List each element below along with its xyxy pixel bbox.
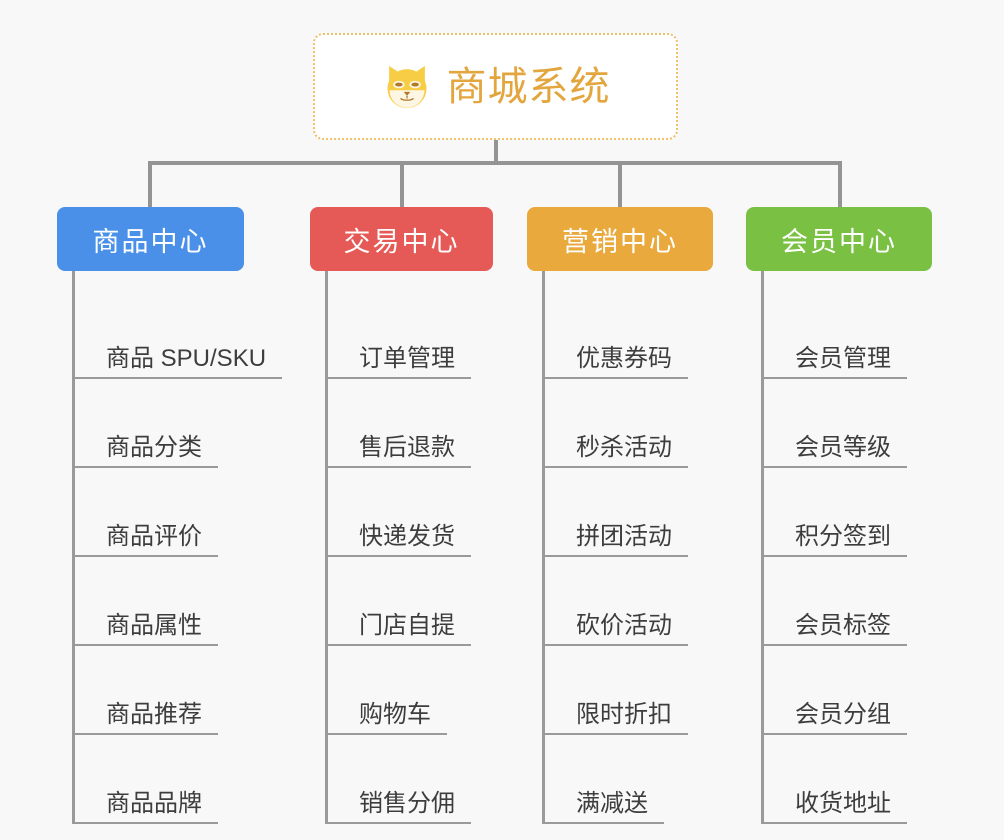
leaf-item[interactable]: 拼团活动 bbox=[542, 468, 713, 557]
connector-spine-1 bbox=[72, 271, 75, 824]
leaf-item[interactable]: 商品 SPU/SKU bbox=[72, 290, 282, 379]
leaf-item-underline bbox=[72, 822, 218, 824]
leaf-item-underline bbox=[542, 466, 688, 468]
leaf-item-underline bbox=[325, 377, 471, 379]
connector-spine-2 bbox=[325, 271, 328, 824]
category-column-3: 营销中心优惠券码秒杀活动拼团活动砍价活动限时折扣满减送 bbox=[527, 207, 713, 824]
leaf-item-label: 商品评价 bbox=[106, 522, 202, 550]
leaf-item[interactable]: 商品推荐 bbox=[72, 646, 244, 735]
category-column-1: 商品中心商品 SPU/SKU 商品分类商品评价商品属性商品推荐商品品牌 bbox=[57, 207, 282, 824]
leaf-item-underline bbox=[325, 733, 447, 735]
leaf-item-label: 积分签到 bbox=[795, 522, 891, 550]
leaf-item[interactable]: 限时折扣 bbox=[542, 646, 713, 735]
leaf-item-underline bbox=[761, 466, 907, 468]
leaf-item-label: 秒杀活动 bbox=[576, 433, 672, 461]
leaf-item-underline bbox=[761, 555, 907, 557]
leaf-item-underline bbox=[761, 377, 907, 379]
leaf-item-label: 订单管理 bbox=[359, 344, 455, 372]
root-title: 商城系统 bbox=[446, 64, 611, 109]
connector-root-stem bbox=[494, 140, 498, 164]
leaf-list-4: 会员管理会员等级积分签到会员标签会员分组收货地址 bbox=[761, 271, 932, 824]
leaf-item-underline bbox=[542, 555, 688, 557]
leaf-list-1: 商品 SPU/SKU 商品分类商品评价商品属性商品推荐商品品牌 bbox=[72, 271, 282, 824]
leaf-item[interactable]: 订单管理 bbox=[325, 290, 493, 379]
leaf-item-label: 拼团活动 bbox=[576, 522, 672, 550]
connector-bus bbox=[148, 161, 842, 165]
leaf-item-underline bbox=[325, 555, 471, 557]
leaf-item-label: 会员等级 bbox=[795, 433, 891, 461]
leaf-item[interactable]: 优惠券码 bbox=[542, 290, 713, 379]
shiba-dog-face-icon bbox=[381, 61, 433, 113]
leaf-item-label: 商品分类 bbox=[106, 433, 202, 461]
connector-drop-3 bbox=[618, 161, 622, 207]
leaf-item-label: 满减送 bbox=[576, 789, 648, 817]
leaf-item[interactable]: 销售分佣 bbox=[325, 735, 493, 824]
leaf-item[interactable]: 会员管理 bbox=[761, 290, 932, 379]
leaf-item-underline bbox=[325, 644, 471, 646]
leaf-item[interactable]: 秒杀活动 bbox=[542, 379, 713, 468]
connector-spine-3 bbox=[542, 271, 545, 824]
connector-drop-4 bbox=[838, 161, 842, 207]
leaf-item[interactable]: 购物车 bbox=[325, 646, 493, 735]
leaf-item-label: 销售分佣 bbox=[359, 789, 455, 817]
leaf-item-underline bbox=[761, 822, 907, 824]
category-header-2[interactable]: 交易中心 bbox=[310, 207, 493, 271]
leaf-item-underline bbox=[72, 377, 282, 379]
leaf-item[interactable]: 售后退款 bbox=[325, 379, 493, 468]
leaf-item[interactable]: 砍价活动 bbox=[542, 557, 713, 646]
leaf-list-2: 订单管理售后退款快递发货门店自提购物车销售分佣 bbox=[325, 271, 493, 824]
leaf-item-label: 购物车 bbox=[359, 700, 431, 728]
leaf-item-label: 限时折扣 bbox=[576, 700, 672, 728]
leaf-item-label: 售后退款 bbox=[359, 433, 455, 461]
category-column-2: 交易中心订单管理售后退款快递发货门店自提购物车销售分佣 bbox=[310, 207, 493, 824]
leaf-item[interactable]: 商品属性 bbox=[72, 557, 244, 646]
category-header-4[interactable]: 会员中心 bbox=[746, 207, 932, 271]
leaf-item-label: 会员管理 bbox=[795, 344, 891, 372]
leaf-item-underline bbox=[72, 466, 218, 468]
leaf-item-label: 会员分组 bbox=[795, 700, 891, 728]
leaf-item-label: 会员标签 bbox=[795, 611, 891, 639]
category-column-4: 会员中心会员管理会员等级积分签到会员标签会员分组收货地址 bbox=[746, 207, 932, 824]
leaf-item[interactable]: 满减送 bbox=[542, 735, 713, 824]
leaf-item-underline bbox=[542, 822, 664, 824]
connector-spine-4 bbox=[761, 271, 764, 824]
leaf-item-label: 商品 SPU/SKU bbox=[106, 344, 267, 372]
leaf-item-label: 商品推荐 bbox=[106, 700, 202, 728]
leaf-item-underline bbox=[542, 733, 688, 735]
root-node[interactable]: 商城系统 bbox=[313, 33, 678, 140]
leaf-item-underline bbox=[761, 733, 907, 735]
leaf-item[interactable]: 会员分组 bbox=[761, 646, 932, 735]
leaf-item[interactable]: 快递发货 bbox=[325, 468, 493, 557]
leaf-item[interactable]: 会员等级 bbox=[761, 379, 932, 468]
leaf-item[interactable]: 门店自提 bbox=[325, 557, 493, 646]
leaf-item[interactable]: 商品品牌 bbox=[72, 735, 244, 824]
leaf-item[interactable]: 会员标签 bbox=[761, 557, 932, 646]
leaf-item-underline bbox=[542, 377, 688, 379]
category-header-1[interactable]: 商品中心 bbox=[57, 207, 244, 271]
leaf-item-underline bbox=[72, 733, 218, 735]
leaf-list-3: 优惠券码秒杀活动拼团活动砍价活动限时折扣满减送 bbox=[542, 271, 713, 824]
leaf-item[interactable]: 积分签到 bbox=[761, 468, 932, 557]
leaf-item-label: 砍价活动 bbox=[576, 611, 672, 639]
leaf-item-underline bbox=[325, 822, 471, 824]
leaf-item-underline bbox=[325, 466, 471, 468]
leaf-item-underline bbox=[542, 644, 688, 646]
leaf-item-underline bbox=[761, 644, 907, 646]
leaf-item[interactable]: 商品评价 bbox=[72, 468, 244, 557]
leaf-item-label: 商品品牌 bbox=[106, 789, 202, 817]
category-header-3[interactable]: 营销中心 bbox=[527, 207, 713, 271]
leaf-item-label: 快递发货 bbox=[359, 522, 455, 550]
leaf-item-label: 商品属性 bbox=[106, 611, 202, 639]
connector-drop-2 bbox=[400, 161, 404, 207]
connector-drop-1 bbox=[148, 161, 152, 207]
leaf-item-label: 收货地址 bbox=[795, 789, 891, 817]
leaf-item-underline bbox=[72, 555, 218, 557]
leaf-item[interactable]: 收货地址 bbox=[761, 735, 932, 824]
leaf-item-underline bbox=[72, 644, 218, 646]
leaf-item-label: 优惠券码 bbox=[576, 344, 672, 372]
leaf-item-label: 门店自提 bbox=[359, 611, 455, 639]
leaf-item[interactable]: 商品分类 bbox=[72, 379, 244, 468]
